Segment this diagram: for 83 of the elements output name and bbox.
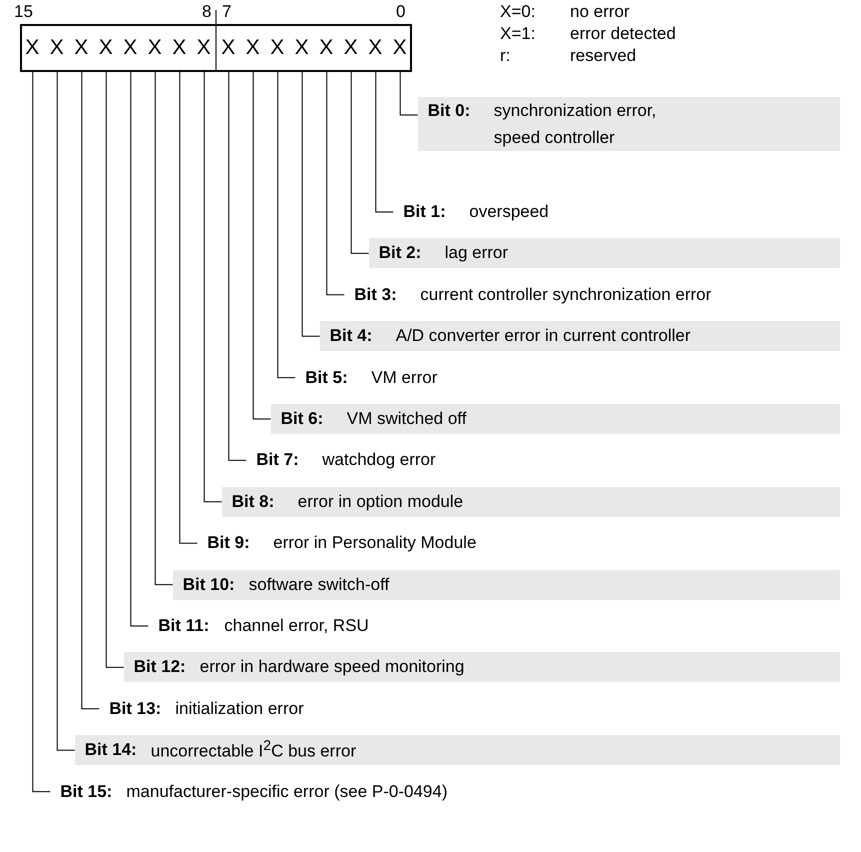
bit-description: A/D converter error in current controller: [396, 326, 691, 346]
bit-number: 8: [202, 2, 212, 22]
bit-label: Bit 7:: [255, 450, 300, 470]
bit-label: Bit 10:: [182, 574, 236, 595]
bit-label: Bit 15:: [59, 782, 114, 802]
legend-meaning: reserved: [570, 46, 636, 66]
bit-label: Bit 9:: [206, 533, 251, 554]
bit-label: Bit 6:: [280, 409, 324, 429]
leader-line: [326, 72, 345, 296]
info-band: [418, 97, 840, 151]
bit-description: manufacturer-specific error (see P-0-0494): [126, 782, 448, 802]
bit-description: error in hardware speed monitoring: [200, 657, 464, 678]
register-bit: X: [338, 26, 363, 70]
legend-key: X=1:: [500, 24, 536, 44]
bit-label: Bit 12:: [132, 657, 187, 678]
register-bit: X: [20, 26, 44, 70]
bit-description: error in option module: [298, 492, 464, 512]
bit-description: lag error: [444, 243, 508, 264]
bit-description: watchdog error: [322, 450, 436, 470]
register-bit: X: [192, 26, 216, 70]
bit-label: Bit 1:: [402, 202, 447, 222]
bit-label: Bit 5:: [304, 368, 349, 388]
bit-description: current controller synchronization error: [420, 284, 712, 305]
leader-line: [350, 72, 370, 254]
leader-line: [204, 72, 222, 502]
bit-label: Bit 0:: [426, 100, 472, 122]
bit-description: software switch-off: [248, 574, 390, 595]
register-bit: X: [94, 26, 118, 70]
info-band: [74, 735, 840, 766]
register-bit: X: [363, 26, 388, 70]
bit-label: Bit 14:: [84, 740, 138, 760]
bit-label: Bit 3:: [353, 284, 398, 305]
bit-label: Bit 2:: [378, 243, 422, 264]
leader-line: [130, 72, 149, 626]
bit-description: VM switched off: [346, 409, 466, 429]
info-band: [368, 238, 840, 268]
register-bit: X: [142, 26, 167, 70]
bit-number: 15: [14, 2, 33, 22]
register-bit: X: [388, 26, 412, 70]
register-bit: X: [118, 26, 142, 70]
register-bit: X: [265, 26, 290, 70]
leader-line: [32, 72, 51, 792]
info-band: [320, 321, 840, 352]
legend-key: X=0:: [500, 2, 536, 22]
bit-label: Bit 4:: [328, 326, 374, 346]
bit-description: channel error, RSU: [224, 616, 369, 636]
leader-line: [302, 72, 320, 337]
leader-line: [154, 72, 174, 586]
bit-label: Bit 8:: [230, 492, 276, 512]
leader-line: [81, 72, 100, 710]
info-band: [222, 486, 840, 517]
register-bit: X: [44, 26, 69, 70]
bit-label: Bit 13:: [108, 698, 162, 719]
legend-key: r:: [500, 46, 510, 66]
info-band: [270, 404, 840, 434]
info-band: [124, 652, 840, 682]
leader-line: [252, 72, 272, 420]
register-bit: X: [290, 26, 314, 70]
bit-description: synchronization error, speed controller: [494, 100, 658, 149]
leader-line: [277, 72, 296, 378]
register-bit: X: [240, 26, 265, 70]
bit-number: 7: [222, 2, 232, 22]
leader-line: [228, 72, 247, 461]
leader-line: [106, 72, 124, 668]
info-band: [172, 570, 840, 600]
register-bit: X: [69, 26, 94, 70]
legend-meaning: error detected: [570, 24, 676, 44]
legend-meaning: no error: [570, 2, 630, 22]
bit-description: error in Personality Module: [273, 533, 476, 554]
bit-description: VM error: [371, 368, 438, 388]
register-box: [20, 24, 412, 72]
leader-line: [375, 72, 394, 212]
leader-line: [400, 72, 418, 116]
bit-description: overspeed: [469, 202, 549, 222]
bit-label: Bit 11:: [157, 616, 210, 636]
register-bit: X: [314, 26, 338, 70]
register-bit: X: [167, 26, 192, 70]
bit-number: 0: [396, 2, 406, 22]
bit-description: initialization error: [175, 698, 304, 719]
register-bit: X: [216, 26, 240, 70]
leader-line: [179, 72, 198, 544]
leader-line: [56, 72, 76, 751]
bit-description: uncorrectable I$^{2}$C bus error: [150, 738, 356, 762]
